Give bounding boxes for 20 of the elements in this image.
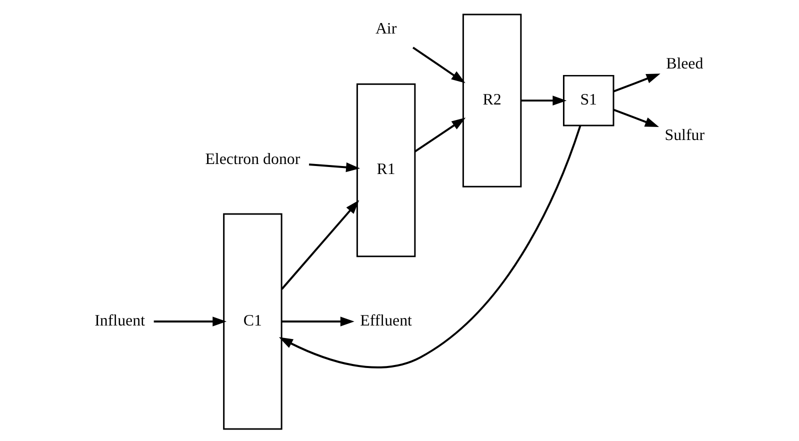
arrow	[414, 118, 466, 152]
node-text: Sulfur	[664, 127, 705, 144]
node-text: Influent	[94, 312, 145, 330]
node-text: Bleed	[666, 56, 704, 73]
node-box: S1	[562, 74, 614, 126]
arrow	[613, 74, 660, 92]
arrow	[282, 316, 354, 326]
arrow	[278, 125, 582, 368]
node-text: Electron donor	[205, 151, 300, 168]
arrow	[154, 316, 227, 326]
arrow	[281, 200, 360, 290]
node-box: R2	[462, 14, 522, 188]
node-box: C1	[223, 213, 282, 430]
arrow	[412, 46, 466, 84]
arrow	[613, 108, 659, 127]
node-text: Effluent	[360, 312, 412, 330]
node-text: Air	[375, 20, 397, 38]
arrow	[308, 162, 360, 172]
arrow	[521, 96, 567, 106]
node-box: R1	[356, 83, 416, 258]
